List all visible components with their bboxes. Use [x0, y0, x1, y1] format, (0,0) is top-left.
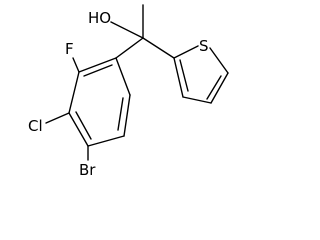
bond-thiophene-s-c5	[209, 47, 229, 74]
bond-lines	[45, 4, 229, 161]
chemical-structure: HO S F Cl Br	[28, 4, 229, 179]
bond-ring-inner-3	[117, 97, 124, 131]
bond-ring-c2-c3	[68, 71, 80, 114]
bond-ring-c3-c4	[68, 112, 89, 147]
bond-ring-to-fluorine	[72, 57, 80, 73]
bond-thiophene-c2-s	[173, 45, 199, 59]
fluorine-label: F	[65, 40, 74, 58]
hydroxyl-label: HO	[88, 9, 111, 27]
bond-ring-c6-c1	[115, 57, 131, 96]
chlorine-label: Cl	[28, 117, 43, 135]
bond-thiophene-c3-c2	[173, 57, 184, 98]
bond-quaternary-to-hydroxyl	[110, 21, 144, 39]
bond-ring-c4-c5	[87, 135, 125, 147]
sulfur-label: S	[199, 37, 209, 55]
bond-ring-inner-2	[75, 111, 92, 140]
bond-thiophene-c4-c3	[182, 96, 212, 104]
bond-ring-c1-c2	[78, 57, 117, 73]
bromine-label: Br	[79, 161, 96, 179]
bond-thiophene-inner-1	[206, 75, 222, 100]
bond-thiophene-c5-c4	[210, 72, 229, 104]
bond-ring-c5-c6	[123, 94, 131, 137]
bond-quaternary-to-thiophene	[142, 37, 175, 59]
bond-ring-inner-1	[83, 64, 113, 77]
bond-ring-to-chlorine	[45, 112, 70, 124]
atom-labels: HO S F Cl Br	[28, 9, 209, 179]
bond-thiophene-inner-2	[179, 59, 189, 92]
bond-ring-to-quaternary-carbon	[115, 37, 144, 59]
